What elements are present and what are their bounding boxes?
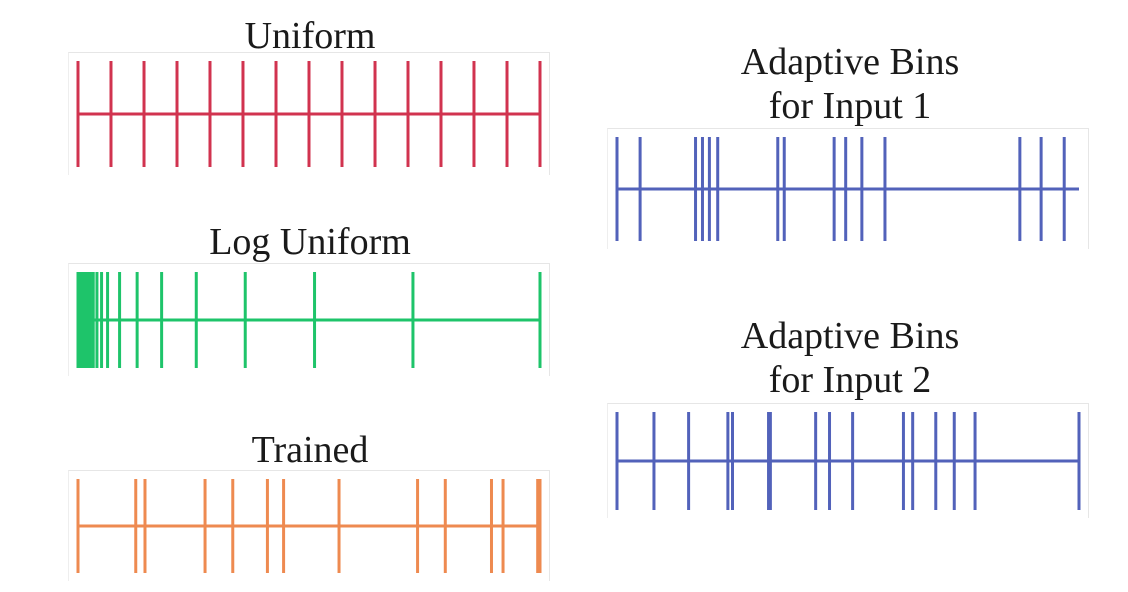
adaptive-input-1-bins-svg <box>615 137 1079 241</box>
trained-bins-svg <box>76 479 542 573</box>
log-uniform-bins-svg <box>76 272 542 368</box>
adaptive-input-1-title: Adaptive Bins for Input 1 <box>740 41 960 127</box>
uniform-title: Uniform <box>244 15 376 57</box>
adaptive-input-2-title: Adaptive Bins for Input 2 <box>740 315 960 401</box>
trained-bins-panel <box>68 470 550 581</box>
adaptive-input-1-bins-panel <box>607 128 1089 249</box>
log-uniform-title: Log Uniform <box>209 221 411 263</box>
adaptive-input-2-bins-svg <box>615 412 1081 510</box>
adaptive-input-2-bins-panel <box>607 403 1089 518</box>
trained-title: Trained <box>251 429 369 471</box>
uniform-bins-panel <box>68 52 550 175</box>
log-uniform-bins-panel <box>68 263 550 376</box>
uniform-bins-svg <box>76 61 542 167</box>
